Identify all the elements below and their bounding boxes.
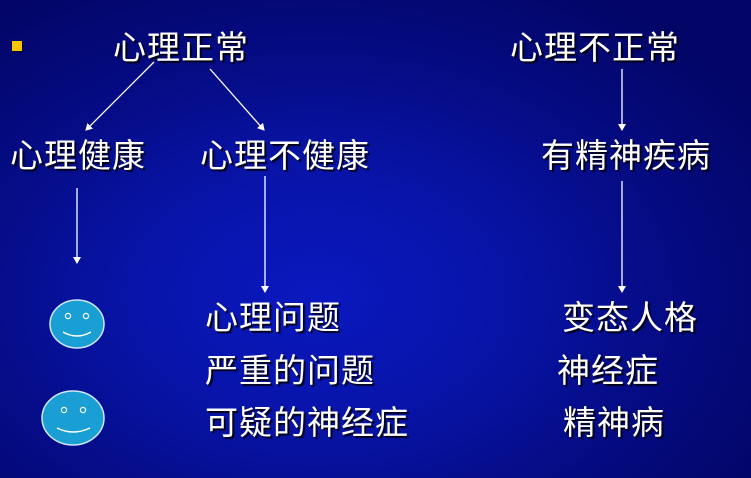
arrow-normal-to-healthy — [85, 61, 155, 131]
item-neurosis: 神经症 — [557, 351, 659, 390]
label-psych-abnormal: 心理不正常 — [510, 28, 680, 67]
item-personality-disorder: 变态人格 — [562, 298, 698, 337]
item-psych-problem: 心理问题 — [205, 298, 341, 337]
item-suspected-neurosis: 可疑的神经症 — [205, 403, 409, 442]
smiley-face-icon-2 — [41, 390, 105, 446]
item-serious-problem: 严重的问题 — [205, 351, 375, 390]
label-mental-illness: 有精神疾病 — [541, 136, 711, 175]
label-psych-unhealthy: 心理不健康 — [200, 136, 370, 175]
bullet-icon — [12, 41, 22, 51]
smiley-face-icon-1 — [49, 299, 105, 349]
label-psych-normal: 心理正常 — [113, 28, 249, 67]
arrow-normal-to-unhealthy — [209, 68, 265, 131]
label-psych-healthy: 心理健康 — [10, 136, 146, 175]
item-psychosis: 精神病 — [563, 403, 665, 442]
